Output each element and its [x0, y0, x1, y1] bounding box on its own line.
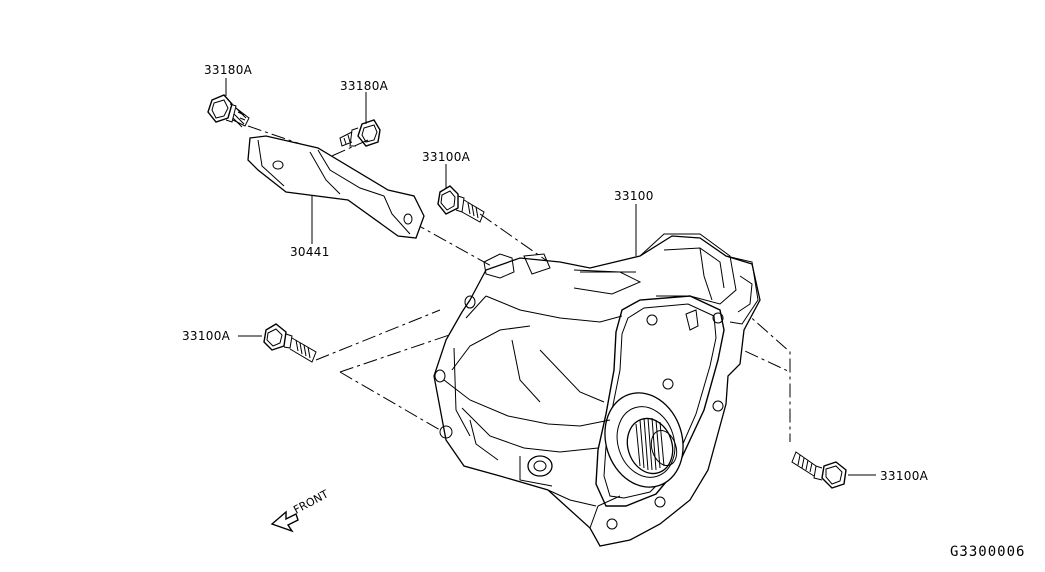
- label-33100: 33100: [614, 189, 654, 203]
- label-33180a-right: 33180A: [340, 79, 389, 93]
- transfer-case-33100[interactable]: [433, 233, 761, 547]
- spline-teeth: [635, 417, 665, 471]
- front-direction-indicator: FRONT: [270, 487, 331, 533]
- front-arrow-icon: [270, 510, 299, 533]
- bolt-33100a-top[interactable]: [437, 185, 485, 223]
- bolt-33180a-right[interactable]: [339, 119, 381, 147]
- label-30441: 30441: [290, 245, 330, 259]
- bracket-30441[interactable]: [247, 135, 425, 239]
- figure-code: G3300006: [950, 544, 1025, 560]
- label-33100a-right: 33100A: [880, 469, 929, 483]
- bolt-33100a-left[interactable]: [263, 323, 317, 363]
- bolt-33180a-left[interactable]: [207, 94, 250, 128]
- label-33180a-left: 33180A: [204, 63, 253, 77]
- flange-holes: [606, 312, 724, 530]
- leader-lines: [225, 78, 876, 476]
- front-label: FRONT: [291, 487, 331, 516]
- label-33100a-top: 33100A: [422, 150, 471, 164]
- bolt-33100a-right[interactable]: [791, 451, 847, 489]
- label-33100a-left: 33100A: [182, 329, 231, 343]
